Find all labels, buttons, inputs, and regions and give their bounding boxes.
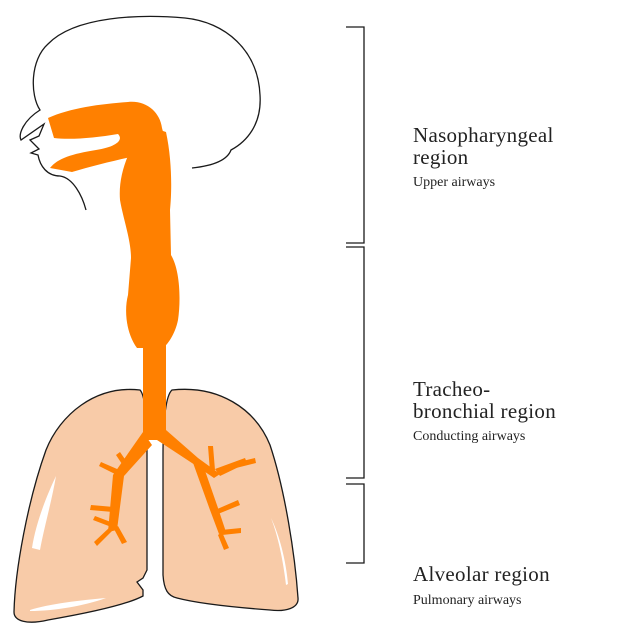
region-subtitle: Conducting airways — [413, 427, 619, 447]
region-name: Nasopharyngeal — [413, 124, 619, 146]
alveolar-label: Alveolar region Pulmonary airways — [413, 563, 619, 611]
trachea — [143, 340, 166, 440]
tracheobronchial-label: Tracheo- bronchial region Conducting air… — [413, 378, 619, 447]
tracheobronchial-bracket — [346, 247, 364, 478]
region-subtitle: Upper airways — [413, 173, 619, 193]
pharynx-larynx — [120, 125, 180, 348]
nasopharyngeal-label: Nasopharyngeal region Upper airways — [413, 124, 619, 193]
right-lung — [163, 389, 298, 610]
left-lung — [14, 389, 147, 622]
region-subtitle: Pulmonary airways — [413, 591, 619, 611]
region-name: bronchial region — [413, 400, 619, 422]
region-name: Tracheo- — [413, 378, 619, 400]
alveolar-bracket — [346, 484, 364, 563]
region-name: region — [413, 146, 619, 168]
region-name: Alveolar region — [413, 563, 619, 585]
nasopharyngeal-bracket — [346, 27, 364, 243]
